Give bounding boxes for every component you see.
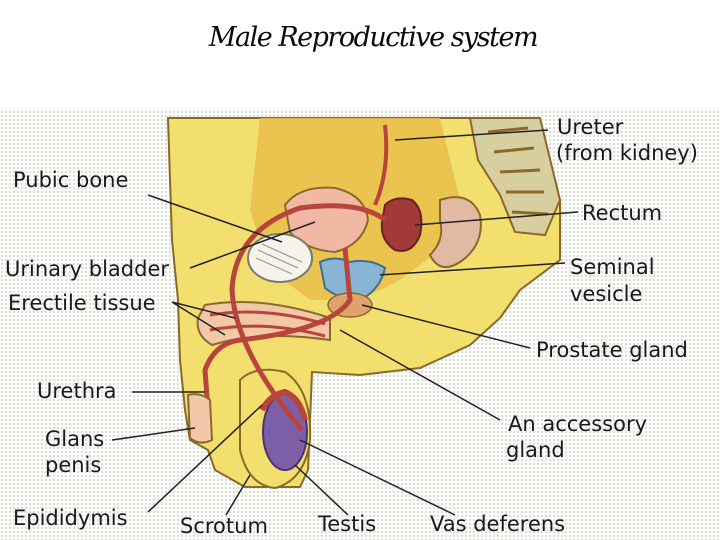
label-rectum: Rectum	[582, 201, 663, 225]
vas-deferens-duct	[229, 203, 387, 432]
label-erectile-tissue: Erectile tissue	[8, 291, 156, 315]
vertebral-column	[468, 117, 562, 237]
bowel-loop	[428, 196, 482, 269]
label-ureter-note: (from kidney)	[556, 141, 698, 165]
pubic-bone-shape	[247, 233, 313, 283]
label-epididymis: Epididymis	[13, 506, 128, 530]
label-vesicle: vesicle	[570, 282, 643, 306]
leader-lines	[111, 129, 579, 516]
epididymis-shape	[259, 388, 308, 421]
ureter-duct	[373, 124, 389, 206]
urethra-duct	[202, 247, 353, 411]
label-testis: Testis	[318, 512, 377, 536]
pubic-bone-texture	[255, 243, 303, 275]
bladder-shape	[283, 186, 370, 254]
label-accessory: An accessory	[508, 412, 648, 436]
label-scrotum: Scrotum	[180, 514, 268, 538]
slide-title: Male Reproductive system	[208, 22, 539, 53]
rectum-shape	[380, 197, 423, 252]
vertebra-marks	[487, 126, 549, 216]
label-penis: penis	[45, 453, 102, 477]
glans-shape	[186, 393, 214, 444]
label-pubic-bone: Pubic bone	[13, 168, 129, 192]
label-vas-deferens: Vas deferens	[430, 512, 566, 536]
label-urethra: Urethra	[37, 379, 117, 403]
label-seminal: Seminal	[570, 255, 655, 279]
label-ureter: Ureter	[557, 115, 624, 139]
label-prostate-gland: Prostate gland	[536, 338, 688, 362]
label-glans: Glans	[45, 427, 105, 451]
label-urinary-bladder: Urinary bladder	[5, 257, 170, 281]
erectile-tissue-stripes	[209, 310, 326, 338]
label-gland: gland	[506, 438, 565, 462]
